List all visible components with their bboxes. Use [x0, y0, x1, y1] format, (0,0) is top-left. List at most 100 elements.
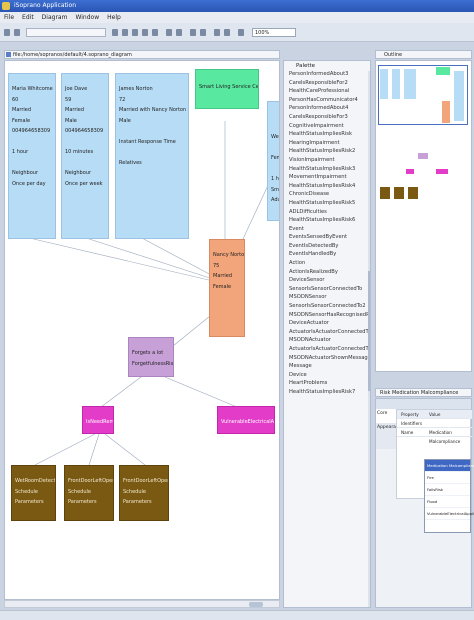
node-field	[12, 137, 55, 148]
dropdown-option[interactable]: Fire	[425, 472, 470, 484]
zoom-icon[interactable]	[238, 29, 244, 36]
menu-diagram[interactable]: Diagram	[41, 14, 68, 21]
person-node[interactable]: Maria Whitcome 60 Married Female 0049646…	[8, 73, 56, 239]
palette-item[interactable]: EventIsDetectedBy	[289, 242, 339, 249]
outline-view[interactable]	[375, 60, 472, 372]
palette-item[interactable]: MSODNSensor	[289, 294, 327, 301]
arrange-icon[interactable]	[176, 29, 182, 36]
palette-item[interactable]: PersonInformedAbout3	[289, 71, 349, 77]
palette-item[interactable]: Action	[289, 260, 306, 267]
scroll-thumb[interactable]	[249, 602, 263, 607]
palette-item[interactable]: DeviceActuator	[289, 320, 329, 327]
dropdown-option[interactable]: Flood	[425, 496, 470, 508]
palette-item[interactable]: ActionIsRealizedBy	[289, 268, 338, 275]
value-dropdown[interactable]: Medication Malcompliance Fire FallsRisk …	[424, 459, 474, 533]
palette-item[interactable]: Message	[289, 363, 312, 370]
italic-icon[interactable]	[122, 29, 128, 36]
auto-size-icon[interactable]	[200, 29, 206, 36]
menu-window[interactable]: Window	[75, 14, 100, 21]
palette-item[interactable]: Device	[289, 371, 307, 378]
palette-item[interactable]: CognitiveImpairment	[289, 122, 344, 129]
palette-scrollbar[interactable]	[368, 71, 370, 607]
person-node-partial[interactable]: Wer Fem 1 he Sme Adu	[267, 101, 279, 221]
palette-item[interactable]: CareIsResponsibleFor2	[289, 79, 348, 86]
node-field	[119, 126, 188, 137]
zoom-combo[interactable]: 100%	[252, 28, 296, 37]
properties-tab-label: Risk Medication Malcompliance	[380, 390, 459, 396]
palette-item[interactable]: HealthStatusImpliesRisk2	[289, 148, 356, 155]
menu-file[interactable]: File	[4, 14, 15, 21]
palette-item[interactable]: HealthStatusImpliesRisk6	[289, 217, 356, 224]
sensor-node[interactable]: FrontDoorLeftOpen Schedule Parameters	[119, 465, 169, 521]
person-node[interactable]: James Norton 72 Married with Nancy Norto…	[115, 73, 189, 239]
outline-viewport[interactable]	[378, 65, 468, 125]
table-row[interactable]: Name Medication Malcompliance	[397, 428, 472, 444]
menu-help[interactable]: Help	[107, 14, 121, 21]
palette-item[interactable]: HealthStatusImpliesRisk3	[289, 165, 356, 172]
palette-item[interactable]: MSODNActuatorShownMessage	[289, 354, 371, 361]
pin-icon[interactable]	[224, 29, 230, 36]
node-field: Instant Response Time	[119, 138, 176, 145]
palette-item[interactable]: ChronicDisease	[289, 191, 330, 198]
palette-item[interactable]: EventIsHandledBy	[289, 251, 337, 258]
menu-edit[interactable]: Edit	[22, 14, 34, 21]
palette-item[interactable]: ActuatorIsActuatorConnectedTo2	[289, 346, 371, 352]
dropdown-option[interactable]: FallsRisk	[425, 484, 470, 496]
fill-color-icon[interactable]	[142, 29, 148, 36]
palette-item[interactable]: HealthStatusImpliesRisk	[289, 131, 352, 138]
sensor-node[interactable]: WetRoomDetection Schedule Parameters	[11, 465, 56, 521]
sensor-node[interactable]: FrontDoorLeftOpen Schedule Parameters	[64, 465, 114, 521]
outline-tab-label: Outline	[384, 52, 403, 58]
window-title: iSoprano Application	[14, 2, 77, 9]
scroll-thumb[interactable]	[368, 271, 370, 391]
bold-icon[interactable]	[112, 29, 118, 36]
new-icon[interactable]	[4, 29, 10, 36]
nancy-node[interactable]: Nancy Norton 75 Married Female	[209, 239, 245, 337]
palette-item[interactable]: DeviceSensor	[289, 277, 325, 284]
palette-item[interactable]: HealthStatusImpliesRisk5	[289, 199, 356, 206]
palette-item[interactable]: VisionImpairment	[289, 156, 335, 163]
service-center-node[interactable]: Smart Living Service Center	[195, 69, 259, 109]
outline-tab[interactable]: Outline	[375, 50, 472, 59]
palette-item[interactable]: PersonHasCommunicator4	[289, 96, 358, 103]
save-icon[interactable]	[14, 29, 20, 36]
node-field: 10 minutes	[65, 149, 94, 155]
palette-item[interactable]: EventsSensedByEvent	[289, 234, 348, 241]
palette-item[interactable]: CareIsResponsibleFor3	[289, 113, 348, 120]
align-icon[interactable]	[166, 29, 172, 36]
tab-core[interactable]: Core	[376, 409, 396, 423]
grid-icon[interactable]	[214, 29, 220, 36]
palette-item[interactable]: HealthCareProfessional	[289, 88, 350, 95]
palette-item[interactable]: MovementImpairment	[289, 174, 347, 181]
horizontal-scrollbar[interactable]	[4, 600, 280, 608]
palette-item[interactable]: HealthStatusImpliesRisk4	[289, 182, 356, 189]
line-color-icon[interactable]	[152, 29, 158, 36]
palette-item[interactable]: ADLDifficulties	[289, 208, 327, 215]
palette-item[interactable]: HeartProblems	[289, 380, 328, 387]
editor-tab[interactable]: file:/home/sopranos/default/4.soprano_di…	[4, 50, 280, 59]
property-value[interactable]: Medication Malcompliance	[429, 430, 461, 444]
font-color-icon[interactable]	[132, 29, 138, 36]
palette-item[interactable]: SensorIsSensorConnectedTo	[289, 285, 363, 292]
tab-appearance[interactable]: Appearance	[377, 425, 405, 430]
palette-item[interactable]: MSODNSensorHasRecognisedR...	[289, 311, 371, 318]
table-row[interactable]: Identifiers	[397, 419, 472, 428]
forgets-node[interactable]: Forgets a lot ForgetfulnessRisk	[128, 337, 174, 377]
palette-item[interactable]: SensorIsSensorConnectedTo2	[289, 303, 366, 310]
route-icon[interactable]	[190, 29, 196, 36]
person-node[interactable]: Joe Dave 59 Married Male 004964658309 10…	[61, 73, 109, 239]
palette-item[interactable]: HealthStatusImpliesRisk7	[289, 388, 356, 395]
palette-item[interactable]: PersonInformedAbout4	[289, 105, 349, 112]
dropdown-option[interactable]: Medication Malcompliance	[425, 460, 474, 472]
properties-tab[interactable]: Risk Medication Malcompliance	[375, 388, 472, 397]
dropdown-option[interactable]: VulnerableElectricalAppliance	[425, 508, 474, 520]
palette-item[interactable]: Event	[289, 225, 304, 232]
font-combo[interactable]	[26, 28, 106, 37]
risk-node[interactable]: IsNeedReminders	[82, 406, 114, 434]
node-field: VulnerableElectricalAppliance	[221, 419, 275, 425]
risk-node[interactable]: VulnerableElectricalAppliance	[217, 406, 275, 434]
palette-item[interactable]: ActuatorIsActuatorConnectedTo	[289, 328, 371, 335]
palette-item[interactable]: HearingImpairment	[289, 139, 340, 146]
palette-item[interactable]: MSODNActuator	[289, 337, 331, 344]
diagram-canvas[interactable]: Maria Whitcome 60 Married Female 0049646…	[4, 60, 280, 600]
